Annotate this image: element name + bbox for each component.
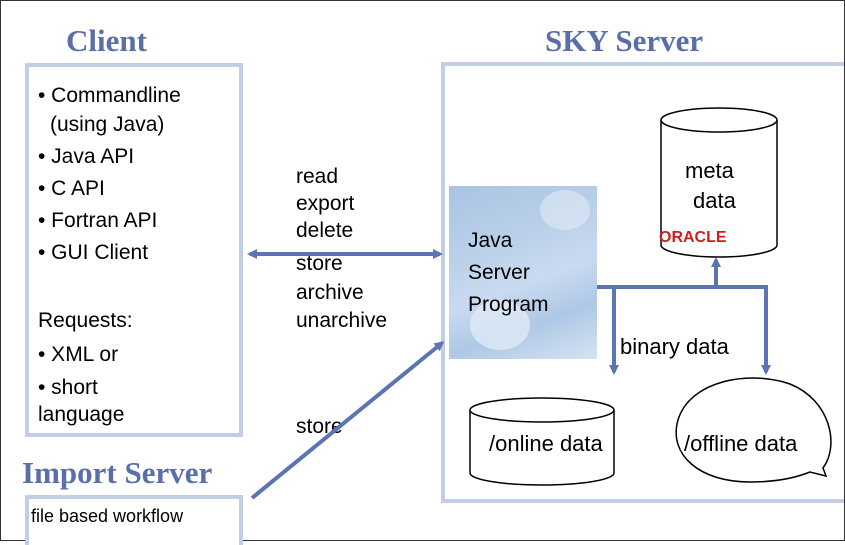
online-data-label: /online data [489,431,603,456]
client-title: Client [66,23,147,58]
import-server-title: Import Server [22,455,213,490]
client-request-short: • short [38,376,98,399]
op-read: read [296,165,339,188]
program-line-server: Server [468,261,530,284]
client-request-xml: • XML or [38,343,119,366]
import-arrow [250,341,445,500]
program-offline-arrow [716,285,771,375]
client-item-gui-client: • GUI Client [38,241,149,264]
binary-data-label: binary data [620,334,729,359]
offline-data-bubble [675,377,832,483]
meta-line-data: data [693,188,736,213]
client-item-fortran-api: • Fortran API [38,209,158,232]
client-item-java-api: • Java API [38,145,135,168]
cloud-shape [470,300,530,350]
import-workflow-label: file based workflow [31,506,184,526]
op-export: export [296,192,355,215]
online-data-cylinder [469,397,615,486]
program-meta-arrow [597,257,721,289]
program-line-program: Program [468,293,549,316]
op-delete: delete [296,219,354,242]
meta-line-meta: meta [685,158,734,183]
oracle-logo: ORACLE [659,229,727,246]
client-item-using-java: (using Java) [50,113,165,136]
op-archive: archive [296,281,364,304]
client-item-c-api: • C API [38,177,105,200]
sky-server-title: SKY Server [545,23,704,58]
client-requests-label: Requests: [38,309,133,332]
import-server-box [25,495,243,545]
program-line-java: Java [468,229,513,252]
client-request-language: language [38,403,125,426]
meta-data-cylinder [660,107,778,258]
cloud-shape [540,190,590,230]
client-box [25,63,243,437]
offline-data-label: /offline data [684,431,798,456]
op-unarchive: unarchive [296,309,388,332]
client-item-commandline: • Commandline [38,84,181,107]
